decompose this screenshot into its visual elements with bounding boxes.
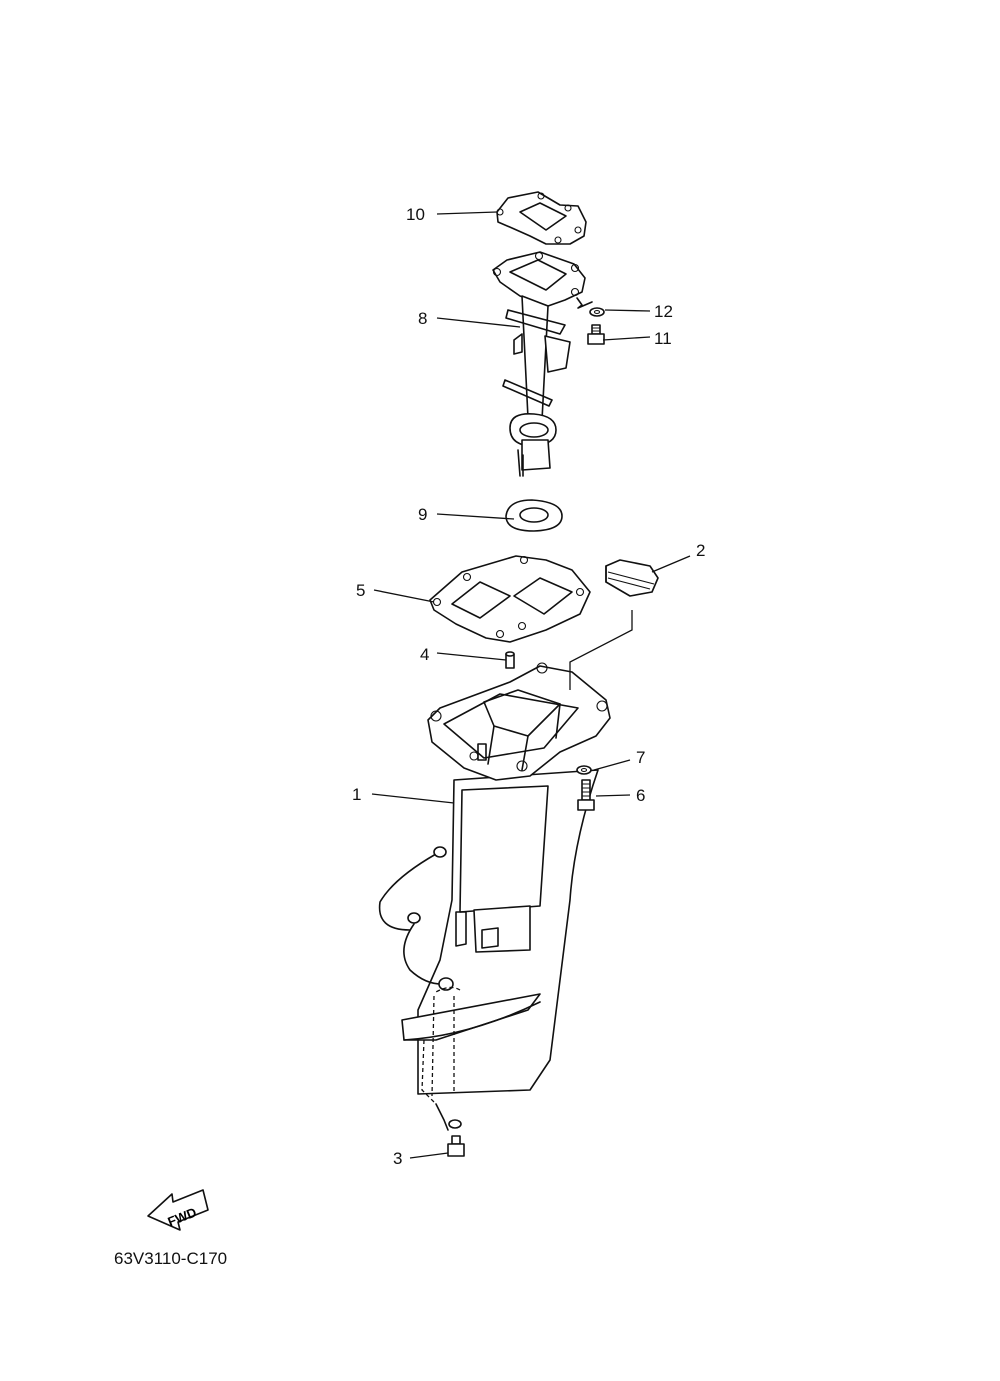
- part-5-gasket: [429, 555, 591, 643]
- callout-5: 5: [356, 581, 365, 600]
- callout-3: 3: [393, 1149, 402, 1168]
- part-8-exhaust-guide: [492, 251, 593, 477]
- part-code: 63V3110-C170: [114, 1249, 227, 1268]
- callout-10: 10: [406, 205, 425, 224]
- part-2-rubber-plug: [605, 559, 659, 597]
- callout-6: 6: [636, 786, 645, 805]
- callout-8: 8: [418, 309, 427, 328]
- part-7-washer: [576, 765, 592, 775]
- callout-7: 7: [636, 748, 645, 767]
- callout-labels: 10 8 12 11 9 2 5 4 7 1 6 3: [352, 205, 705, 1168]
- callout-2: 2: [696, 541, 705, 560]
- part-10-gasket: [496, 191, 587, 245]
- part-3-bolt: [447, 1135, 465, 1157]
- leader-lines: [371, 211, 691, 1159]
- part-12-washer: [589, 307, 605, 317]
- callout-11: 11: [654, 329, 672, 348]
- part-11-bolt: [587, 324, 605, 345]
- part-1-upper-casing: [378, 662, 611, 1131]
- part-6-bolt: [577, 779, 595, 811]
- callout-9: 9: [418, 505, 427, 524]
- part-4-dowel-pin: [505, 651, 515, 669]
- callout-12: 12: [654, 302, 673, 321]
- callout-1: 1: [352, 785, 361, 804]
- callout-4: 4: [420, 645, 429, 664]
- part-9-seal: [505, 499, 563, 532]
- fwd-arrow-icon: FWD: [147, 1189, 209, 1231]
